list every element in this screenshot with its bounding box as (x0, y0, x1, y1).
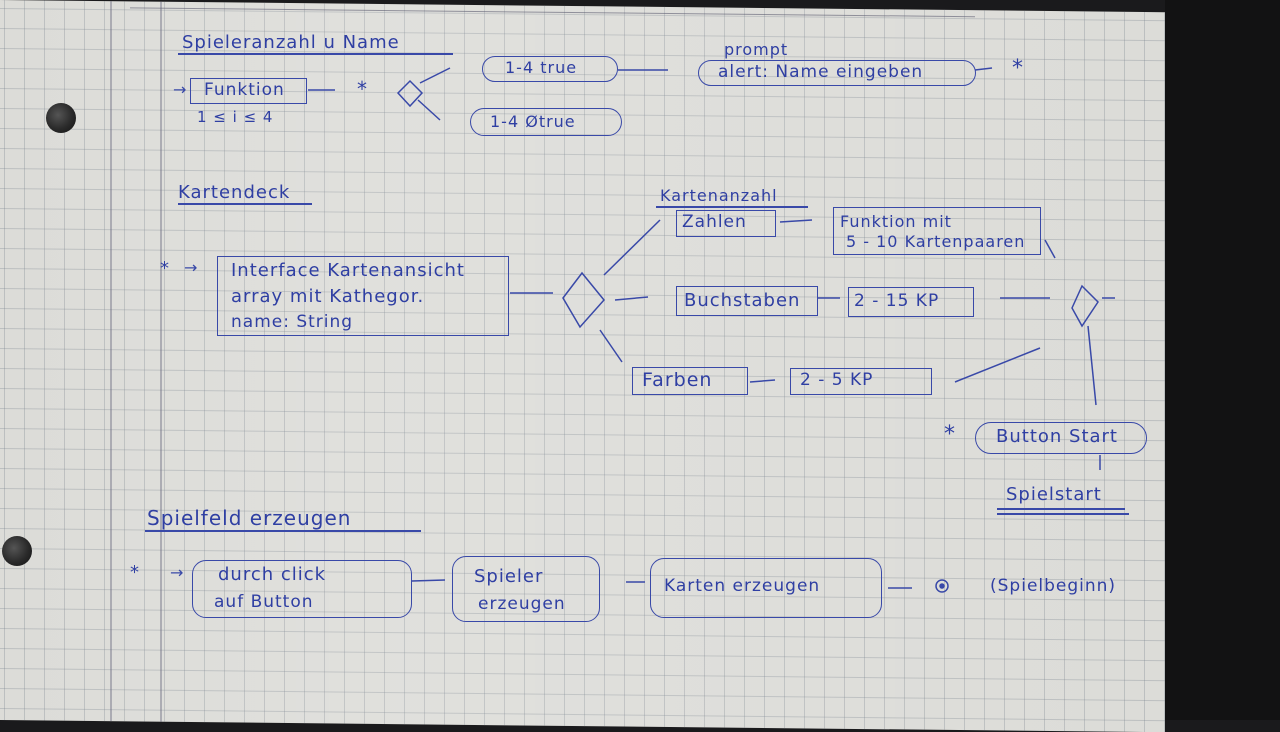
step3-pill (650, 558, 882, 618)
spielstart-underline-2 (997, 513, 1129, 515)
interface-box (217, 256, 509, 336)
kartenanzahl-underline (656, 206, 808, 208)
arrow-funktion-down (1044, 239, 1056, 259)
arrow-to-false (417, 99, 441, 121)
section3-title: Spielfeld erzeugen (147, 506, 352, 530)
kartenanzahl-label: Kartenanzahl (660, 186, 778, 205)
function-box (190, 78, 307, 104)
section1-title: Spieleranzahl u Name (182, 32, 400, 53)
button-start-label: Button Start (996, 426, 1118, 447)
step2-pill (452, 556, 600, 622)
kp-2-5-label: 2 - 5 KP (800, 370, 874, 390)
arrow-to-buchstaben (614, 296, 649, 301)
arrow-interface-icon: → (184, 258, 198, 277)
punch-hole-top (46, 103, 76, 133)
pill-true-label: 1-4 true (505, 58, 578, 77)
prompt-label: prompt (724, 40, 789, 59)
prompt-pill-label: alert: Name eingeben (718, 62, 924, 82)
zahlen-label: Zahlen (682, 212, 747, 232)
star-marker-1: * (357, 77, 368, 101)
decision-diamond-3 (1071, 284, 1099, 328)
arrow-spielfeld-icon: → (170, 563, 184, 582)
step1-pill (192, 560, 412, 618)
pill-false (470, 108, 622, 136)
dark-background-edge (1165, 0, 1280, 720)
condition-label: 1 ≤ i ≤ 4 (197, 108, 274, 126)
arrow-start-icon: → (173, 80, 187, 99)
funktion-mit-box (833, 207, 1041, 255)
star-marker-interface: * (160, 258, 170, 279)
pill-false-label: 1-4 Øtrue (490, 112, 576, 131)
interface-line1: Interface Kartenansicht (231, 260, 465, 281)
decision-diamond-1 (396, 79, 424, 108)
arrow-to-farben (599, 329, 623, 363)
section3-title-underline (145, 530, 421, 532)
end-node (935, 579, 949, 593)
step1-line2: auf Button (214, 592, 314, 612)
buchstaben-label: Buchstaben (684, 290, 801, 311)
arrow-to-true (419, 67, 451, 84)
section2-title-underline (178, 203, 312, 205)
star-marker-2: * (1012, 56, 1024, 81)
punch-hole-bottom (2, 536, 32, 566)
arrow-to-zahlen (603, 219, 661, 276)
step3-label: Karten erzeugen (664, 576, 821, 596)
interface-line2: array mit Kathegor. (231, 286, 425, 307)
function-box-label: Funktion (204, 80, 285, 100)
kp-2-5-box (790, 368, 932, 395)
interface-line3: name: String (231, 312, 354, 332)
end-node-dot (939, 583, 945, 589)
step1-line1: durch click (218, 564, 327, 585)
star-marker-start: * (944, 422, 956, 447)
arrow-prompt-to-star (974, 67, 993, 71)
section1-title-underline (178, 53, 453, 55)
step2-line1: Spieler (474, 566, 544, 587)
step2-line2: erzeugen (478, 594, 566, 614)
spielstart-underline-1 (997, 508, 1125, 510)
arrow-diamond-to-start (1087, 325, 1097, 406)
decision-diamond-2 (562, 271, 605, 329)
pill-true (482, 56, 618, 82)
funktion-mit-line1: Funktion mit (840, 212, 952, 231)
buchstaben-box (676, 286, 818, 316)
section2-title: Kartendeck (178, 182, 291, 203)
farben-label: Farben (642, 369, 713, 391)
end-label: (Spielbeginn) (990, 576, 1117, 596)
prompt-pill (698, 60, 976, 86)
arrow-zahlen-to-funktion (779, 219, 813, 223)
zahlen-box (676, 210, 776, 237)
arrow-kp5-to-diamond (954, 347, 1041, 383)
arrow-farben-to-kp (749, 379, 776, 383)
spielstart-label: Spielstart (1006, 484, 1102, 505)
farben-box (632, 367, 748, 395)
star-marker-spielfeld: * (130, 562, 140, 583)
kp-2-15-label: 2 - 15 KP (854, 291, 940, 311)
kp-2-15-box (848, 287, 974, 317)
arrow-step1-to-step2 (411, 579, 446, 582)
button-start-pill (975, 422, 1147, 454)
funktion-mit-line2: 5 - 10 Kartenpaaren (846, 232, 1026, 251)
